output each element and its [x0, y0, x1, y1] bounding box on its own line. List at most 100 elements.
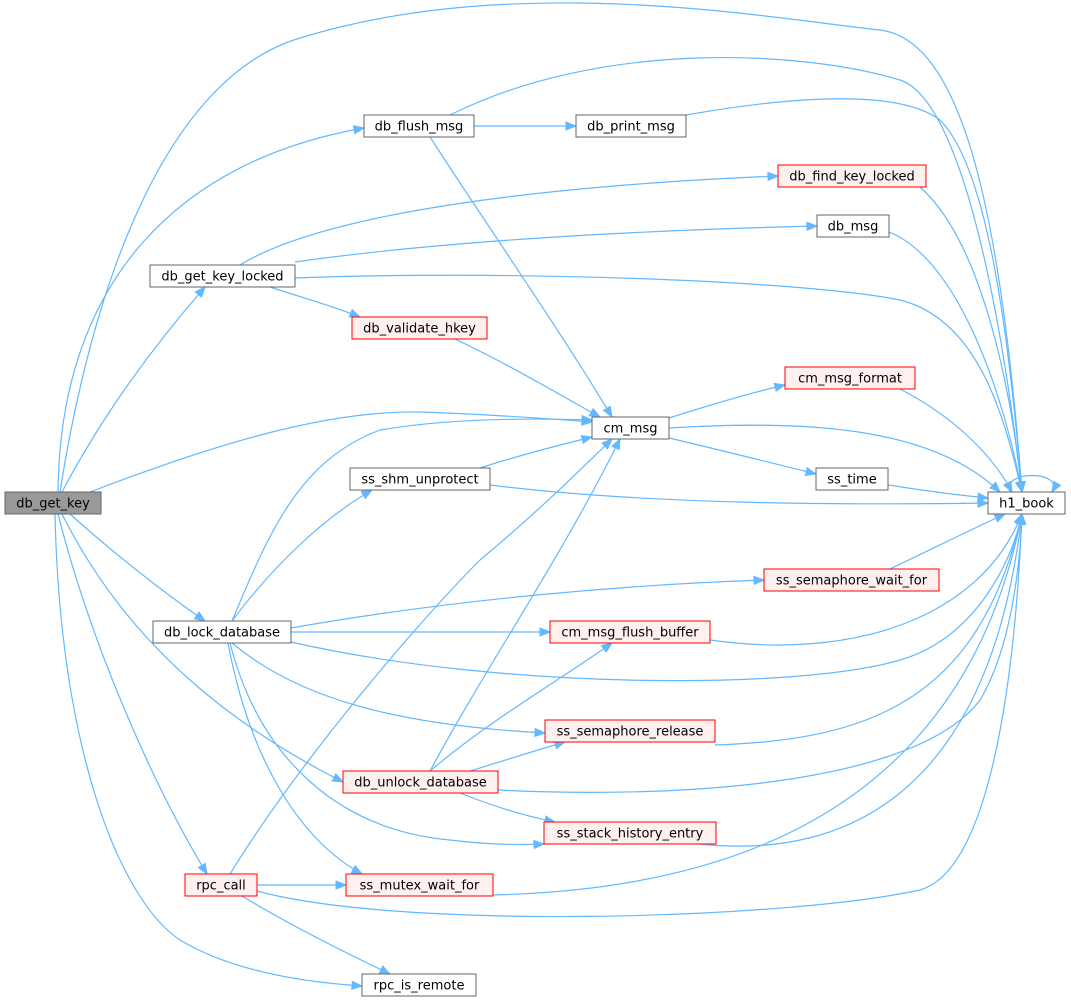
edge-line [290, 513, 1023, 682]
edge-line [256, 513, 1023, 918]
edge-line [685, 98, 1023, 493]
edge-arrowhead [989, 481, 1001, 493]
edge-db_get_key-to-db_unlock_database [61, 513, 345, 783]
edge-ss_stack_history_entry-to-h1_book [699, 512, 1026, 847]
node-label: rpc_is_remote [374, 979, 465, 994]
node-box [591, 416, 670, 440]
edge-arrowhead [1051, 480, 1062, 494]
edge-cm_msg_format-to-h1_book [899, 388, 1013, 494]
edge-db_lock_database-to-h1_book [290, 512, 1025, 682]
edge-arrowhead [351, 980, 364, 991]
node-ss-mutex-wait-for[interactable]: ss_mutex_wait_for [345, 873, 494, 897]
edge-arrowhead [806, 221, 819, 231]
node-cm-msg-format[interactable]: cm_msg_format [784, 366, 916, 390]
node-db-flush-msg[interactable]: db_flush_msg [363, 114, 475, 138]
edge-line [449, 56, 1023, 493]
edge-arrowhead [1015, 480, 1025, 494]
edge-line [231, 418, 593, 622]
edge-ss_mutex_wait_for-to-h1_book [492, 512, 1025, 896]
node-box [987, 491, 1066, 515]
node-db-get-key[interactable]: db_get_key [4, 491, 102, 515]
node-ss-shm-unprotect[interactable]: ss_shm_unprotect [349, 467, 491, 491]
node-label: db_print_msg [587, 120, 675, 135]
edge-db_get_key-to-cm_msg [89, 411, 594, 493]
node-ss-stack-history-entry[interactable]: ss_stack_history_entry [543, 821, 717, 845]
edge-db_lock_database-to-ss_stack_history_entry [229, 642, 546, 850]
node-box [763, 568, 940, 592]
edge-arrowhead [773, 382, 787, 392]
edge-line [89, 411, 593, 493]
node-box [544, 719, 716, 743]
edge-line [459, 792, 556, 823]
edge-ss_semaphore_release-to-h1_book [714, 512, 1025, 746]
node-box [152, 620, 292, 644]
node-box [549, 620, 711, 644]
node-rpc-is-remote[interactable]: rpc_is_remote [361, 973, 477, 997]
node-label: ss_stack_history_entry [557, 827, 704, 842]
edge-line [294, 225, 818, 263]
node-label: rpc_call [196, 879, 246, 894]
edge-arrowhead [360, 489, 374, 500]
edge-rpc_call-to-ss_mutex_wait_for [256, 880, 348, 890]
edge-arrowhead [197, 862, 208, 876]
node-db-unlock-database[interactable]: db_unlock_database [342, 770, 499, 794]
node-label: h1_book [999, 497, 1054, 512]
node-db-print-msg[interactable]: db_print_msg [575, 114, 687, 138]
edge-line [668, 437, 817, 475]
edge-db_get_key-to-db_lock_database [69, 513, 207, 622]
edge-arrowhead [193, 611, 207, 622]
edge-line [69, 513, 206, 622]
edge-line [497, 513, 1023, 793]
edge-db_flush_msg-to-db_print_msg [474, 121, 578, 131]
node-box [784, 366, 916, 390]
node-box [149, 264, 296, 288]
node-label: db_find_key_locked [789, 170, 914, 185]
node-label: cm_msg [604, 422, 658, 437]
edge-db_flush_msg-to-h1_book [449, 56, 1026, 494]
edge-db_get_key_locked-to-db_validate_hkey [269, 286, 362, 318]
edge-arrowhead [993, 513, 1007, 523]
edge-line [61, 513, 344, 783]
edge-line [709, 513, 1023, 646]
node-rpc-call[interactable]: rpc_call [184, 873, 258, 897]
edge-arrowhead [600, 642, 614, 653]
edge-arrowhead [565, 121, 578, 131]
node-cm-msg[interactable]: cm_msg [591, 416, 670, 440]
edge-db_flush_msg-to-cm_msg [429, 136, 613, 419]
node-db-find-key-locked[interactable]: db_find_key_locked [777, 164, 927, 188]
edge-db_lock_database-to-ss_semaphore_wait_for [290, 575, 766, 629]
node-ss-semaphore-release[interactable]: ss_semaphore_release [544, 719, 716, 743]
node-db-get-key-locked[interactable]: db_get_key_locked [149, 264, 296, 288]
edge-line [227, 642, 363, 875]
node-db-lock-database[interactable]: db_lock_database [152, 620, 292, 644]
edge-db_lock_database-to-cm_msg_flush_buffer [290, 627, 552, 637]
node-label: cm_msg_format [798, 372, 902, 387]
node-db-validate-hkey[interactable]: db_validate_hkey [351, 316, 488, 340]
edge-arrowhead [753, 575, 766, 586]
node-label: ss_time [827, 473, 876, 488]
node-cm-msg-flush-buffer[interactable]: cm_msg_flush_buffer [549, 620, 711, 644]
edge-line [429, 136, 613, 418]
edge-line [889, 513, 1006, 570]
edge-arrowhead [533, 839, 546, 850]
node-db-msg[interactable]: db_msg [816, 214, 890, 238]
edge-line [429, 642, 613, 772]
edge-ss_shm_unprotect-to-h1_book [489, 484, 990, 508]
node-h1-book[interactable]: h1_book [987, 491, 1066, 515]
edge-line [887, 484, 989, 499]
edge-db_lock_database-to-ss_shm_unprotect [231, 489, 374, 622]
edge-db_get_key-to-rpc_is_remote [54, 513, 364, 991]
edge-line [919, 186, 1023, 493]
node-ss-semaphore-wait-for[interactable]: ss_semaphore_wait_for [763, 568, 940, 592]
edge-arrowhead [352, 125, 366, 135]
edge-cm_msg-to-cm_msg_format [668, 382, 787, 419]
edge-db_print_msg-to-h1_book [685, 98, 1026, 494]
edge-db_lock_database-to-ss_mutex_wait_for [227, 642, 364, 875]
node-ss-time[interactable]: ss_time [815, 467, 889, 491]
node-box [4, 491, 102, 515]
edge-db_find_key_locked-to-h1_book [919, 186, 1026, 494]
node-label: ss_semaphore_wait_for [776, 574, 928, 589]
node-label: db_validate_hkey [363, 322, 476, 337]
node-box [342, 770, 499, 794]
node-box [345, 873, 494, 897]
